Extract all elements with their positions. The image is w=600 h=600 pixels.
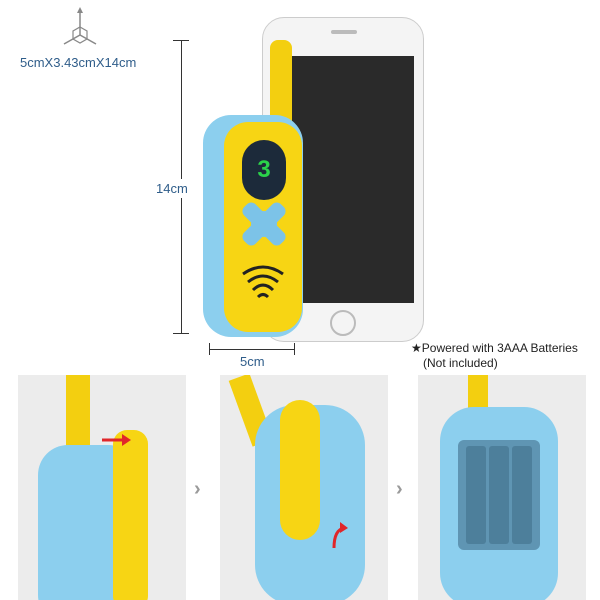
- star-icon: ★: [411, 341, 422, 355]
- belt-clip: [280, 400, 320, 540]
- dimension-tick: [294, 343, 295, 355]
- dpad-button: [242, 202, 286, 246]
- belt-clip: [113, 430, 148, 600]
- battery-slot: [488, 446, 509, 544]
- 3d-axes-icon: [63, 7, 97, 45]
- phone-speaker: [331, 30, 357, 34]
- arrow-icon: [102, 434, 131, 446]
- walkie-talkie-face: 3: [224, 122, 302, 332]
- dimension-tick: [173, 333, 189, 334]
- step-2-panel: [220, 375, 388, 600]
- next-step-chevron-icon: ›: [396, 478, 403, 500]
- width-dimension-line: [209, 349, 294, 350]
- arrow-icon: [332, 522, 348, 549]
- battery-note-line2: (Not included): [423, 356, 498, 370]
- next-step-chevron-icon: ›: [194, 478, 201, 500]
- antenna: [270, 40, 292, 130]
- width-label: 5cm: [240, 354, 265, 369]
- height-label: 14cm: [156, 179, 188, 198]
- home-button: [330, 310, 356, 336]
- battery-compartment: [458, 440, 540, 550]
- overall-dimensions: 5cmX3.43cmX14cm: [20, 55, 137, 70]
- step-1-panel: [18, 375, 186, 600]
- battery-slot: [512, 446, 533, 544]
- battery-slot: [465, 446, 486, 544]
- step-3-panel: [418, 375, 586, 600]
- channel-display: 3: [242, 140, 286, 200]
- speaker-grille-icon: [242, 265, 284, 299]
- battery-note-line1: Powered with 3AAA Batteries: [421, 341, 578, 355]
- battery-note: ★Powered with 3AAA Batteries (Not includ…: [411, 341, 578, 371]
